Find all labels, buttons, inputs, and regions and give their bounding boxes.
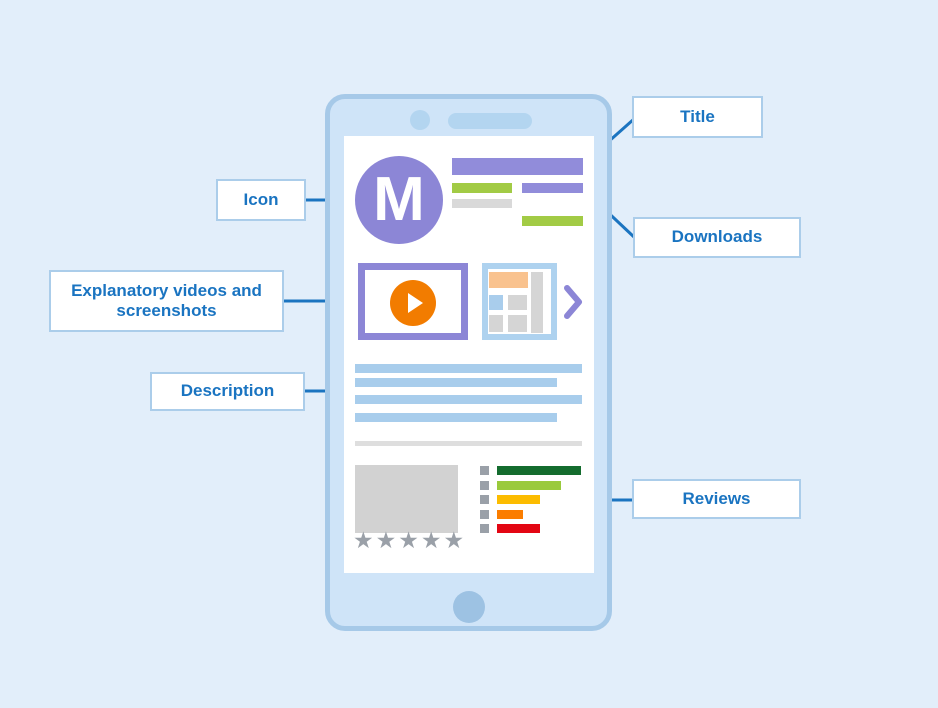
- review-bar-chart: [480, 466, 581, 539]
- star-rating: ★★★★★: [353, 527, 467, 553]
- phone-screen: M: [344, 136, 594, 573]
- camera-icon: [410, 110, 430, 130]
- callout-description: Description: [150, 372, 305, 411]
- review-bar: [497, 466, 581, 475]
- review-square-icon: [480, 524, 489, 533]
- review-bar: [497, 495, 540, 504]
- screenshot-thumbnail: [482, 263, 557, 340]
- review-row-5-star: [480, 466, 581, 475]
- review-bar: [497, 509, 523, 519]
- size-placeholder: [452, 199, 512, 208]
- review-row-4-star: [480, 480, 581, 490]
- screenshot-block-blue: [489, 295, 503, 310]
- screenshot-block-column: [531, 272, 543, 333]
- rating-placeholder: [452, 183, 512, 193]
- review-square-icon: [480, 495, 489, 504]
- callout-explanatory: Explanatory videos and screenshots: [49, 270, 284, 332]
- speaker-bar: [448, 113, 532, 129]
- phone-frame: M: [325, 94, 612, 631]
- callout-title-label: Title: [680, 106, 715, 126]
- callout-downloads-label: Downloads: [671, 227, 763, 247]
- video-thumbnail: [358, 263, 468, 340]
- section-divider: [355, 441, 582, 446]
- screenshot-block-gray: [508, 295, 527, 310]
- review-row-2-star: [480, 509, 581, 519]
- review-row-1-star: [480, 524, 581, 533]
- description-line: [355, 378, 557, 387]
- screenshot-block-gray: [489, 315, 503, 332]
- callout-icon: Icon: [216, 179, 306, 221]
- callout-title: Title: [632, 96, 763, 138]
- description-line: [355, 413, 557, 422]
- app-icon-letter: M: [373, 165, 425, 234]
- callout-reviews-label: Reviews: [682, 488, 751, 508]
- callout-icon-label: Icon: [243, 189, 279, 209]
- callout-explanatory-label: Explanatory videos and screenshots: [71, 280, 262, 320]
- callout-downloads: Downloads: [633, 217, 801, 258]
- description-line: [355, 395, 582, 404]
- install-placeholder: [522, 216, 583, 226]
- review-square-icon: [480, 466, 489, 475]
- callout-reviews: Reviews: [632, 479, 801, 519]
- review-square-icon: [480, 480, 489, 490]
- play-button-icon: [390, 280, 436, 326]
- home-button: [453, 591, 485, 623]
- downloads-placeholder: [522, 183, 583, 193]
- review-image-placeholder: [355, 465, 458, 533]
- review-row-3-star: [480, 495, 581, 504]
- play-triangle-icon: [408, 293, 423, 313]
- description-line: [355, 364, 582, 373]
- chevron-right-icon: [564, 285, 582, 319]
- review-bar: [497, 480, 561, 490]
- app-icon: M: [355, 156, 443, 244]
- screenshot-block-gray: [508, 315, 527, 332]
- screenshot-block-orange: [489, 272, 528, 288]
- review-bar: [497, 524, 540, 533]
- app-title-placeholder: [452, 158, 583, 175]
- review-square-icon: [480, 509, 489, 519]
- callout-description-label: Description: [180, 381, 275, 401]
